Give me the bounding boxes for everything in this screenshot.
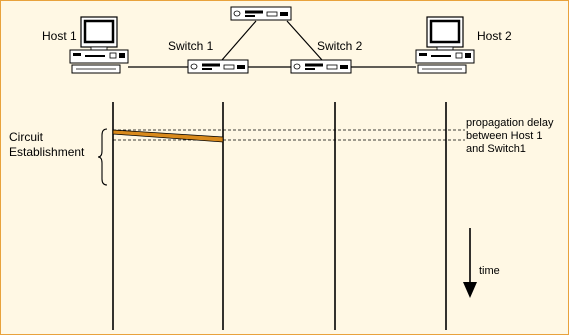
link-switch1-topswitch <box>222 21 256 60</box>
circuit-establishment-brace <box>98 129 107 185</box>
time-arrow-head <box>463 282 477 298</box>
delay-label-line1: propagation delay <box>466 117 553 130</box>
switch2-icon <box>291 60 351 73</box>
host1-label: Host 1 <box>42 30 77 44</box>
host2-label: Host 2 <box>477 30 512 44</box>
establishment-label: Establishment <box>9 146 84 160</box>
delay-label-line3: and Switch1 <box>466 143 526 156</box>
delay-label-line2: between Host 1 <box>466 130 542 143</box>
top-switch-icon <box>231 7 291 20</box>
switch1-label: Switch 1 <box>168 40 213 54</box>
circuit-label: Circuit <box>9 131 43 145</box>
switch1-icon <box>188 60 248 73</box>
host1-computer-icon <box>70 17 128 73</box>
time-label: time <box>479 265 500 278</box>
switch2-label: Switch 2 <box>317 40 362 54</box>
host2-computer-icon <box>416 17 474 73</box>
